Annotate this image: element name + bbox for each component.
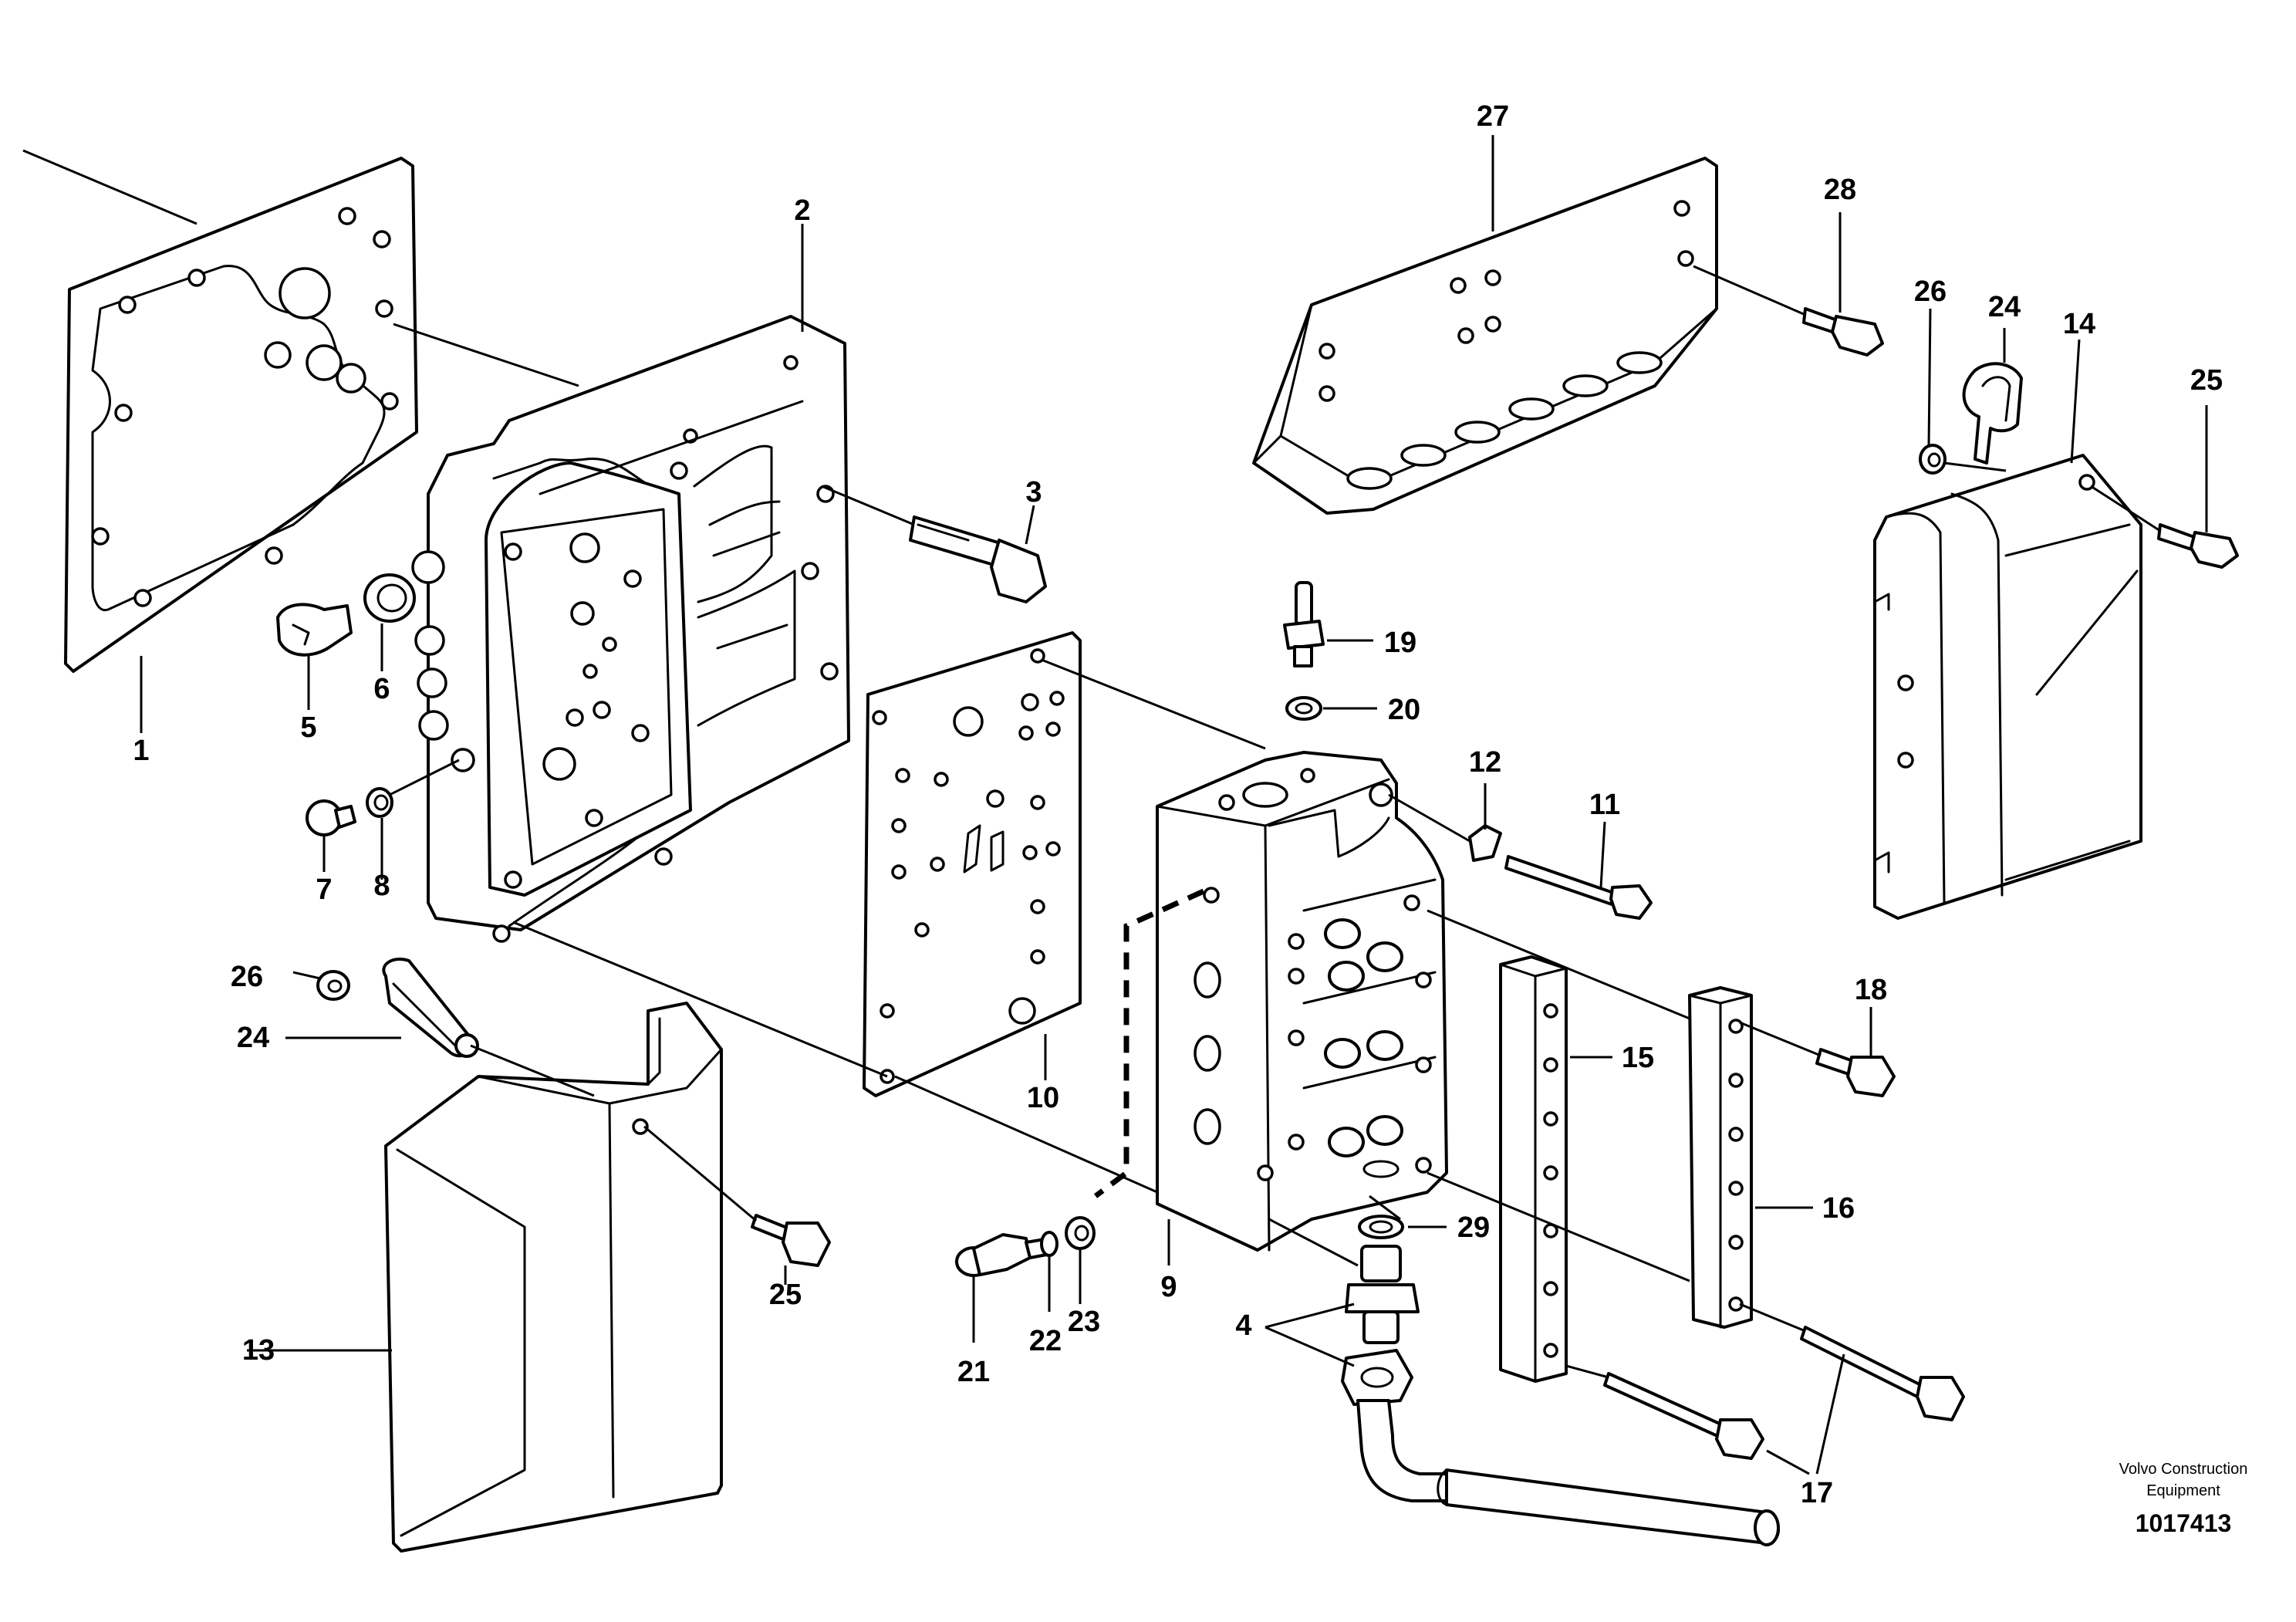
callout-18: 18 [1855,974,1887,1006]
callout-16: 16 [1822,1192,1855,1225]
callout-20: 20 [1388,694,1420,726]
washer-part-8 [366,787,393,818]
bolt-part-11 [1504,855,1653,920]
callout-25-left: 25 [769,1279,802,1311]
brand-block: Volvo Construction Equipment 1017413 [2119,1461,2248,1537]
callout-1: 1 [133,735,149,767]
cover-part-14 [1873,454,2142,920]
callout-26-top: 26 [1914,275,1947,308]
callout-25-top: 25 [2190,364,2223,397]
cover-part-13 [384,1002,723,1553]
callout-2: 2 [794,194,810,227]
washer-part-12 [1468,824,1502,862]
bracket-part-27 [1252,157,1718,515]
callout-24-top: 24 [1988,291,2021,323]
callout-19: 19 [1384,627,1416,659]
callout-13: 13 [242,1334,275,1367]
plug-part-7 [306,799,356,836]
callout-7: 7 [316,874,332,906]
strip-part-16 [1688,986,1753,1329]
bolt-part-17-a [1603,1372,1764,1460]
callout-8: 8 [373,870,390,902]
bolt-part-25-left [751,1214,831,1267]
callout-labels: 1 2 3 4 5 6 7 8 9 10 11 12 13 14 15 16 1… [133,100,2223,1509]
washer-part-26-left [316,970,350,1001]
seal-ring-part-6 [363,573,416,623]
document-number: 1017413 [2136,1509,2232,1537]
plate-part-10 [863,631,1082,1097]
clip-part-24-left [382,958,479,1058]
bolt-part-3 [909,515,1047,603]
callout-21: 21 [957,1356,990,1388]
fitting-part-4-b [1341,1349,1413,1406]
callout-3: 3 [1025,476,1042,509]
washer-part-26-top [1919,444,1947,475]
callout-23: 23 [1068,1306,1100,1338]
callout-10: 10 [1027,1082,1059,1114]
callout-5: 5 [300,711,316,744]
clip-part-24-top [1962,362,2023,465]
plug-part-5 [276,603,353,657]
callout-27: 27 [1477,100,1509,133]
washer-part-23 [1065,1216,1096,1250]
callout-28: 28 [1824,174,1856,206]
callout-12: 12 [1469,746,1501,779]
callout-22: 22 [1029,1325,1062,1357]
callout-26-left: 26 [231,961,263,993]
callout-24-left: 24 [237,1022,269,1054]
callout-17: 17 [1801,1477,1833,1509]
strip-part-15 [1499,955,1568,1383]
bolt-part-18 [1815,1048,1896,1097]
valve-block-part-9 [1156,751,1448,1252]
fitting-part-4-a [1345,1245,1420,1344]
brand-line-1: Volvo Construction [2119,1461,2248,1478]
callout-4: 4 [1235,1309,1251,1342]
gasket-part-1 [64,157,418,673]
callout-14: 14 [2063,308,2095,340]
oring-part-29 [1358,1215,1404,1239]
hose-part-4 [1356,1399,1780,1546]
bolt-part-25-top [2157,523,2239,569]
washer-part-20 [1285,696,1322,721]
callout-29: 29 [1457,1211,1490,1244]
callout-11: 11 [1589,789,1620,821]
brand-line-2: Equipment [2146,1482,2220,1499]
sensor-part-21 [955,1233,1052,1277]
callout-9: 9 [1160,1271,1177,1303]
callout-15: 15 [1622,1042,1654,1074]
washer-part-22 [1040,1231,1059,1257]
callout-6: 6 [373,673,390,705]
bolt-part-28 [1802,307,1884,357]
sensor-part-19 [1283,581,1325,667]
bolt-part-17-b [1800,1326,1965,1421]
valve-body-part-2 [411,315,850,943]
